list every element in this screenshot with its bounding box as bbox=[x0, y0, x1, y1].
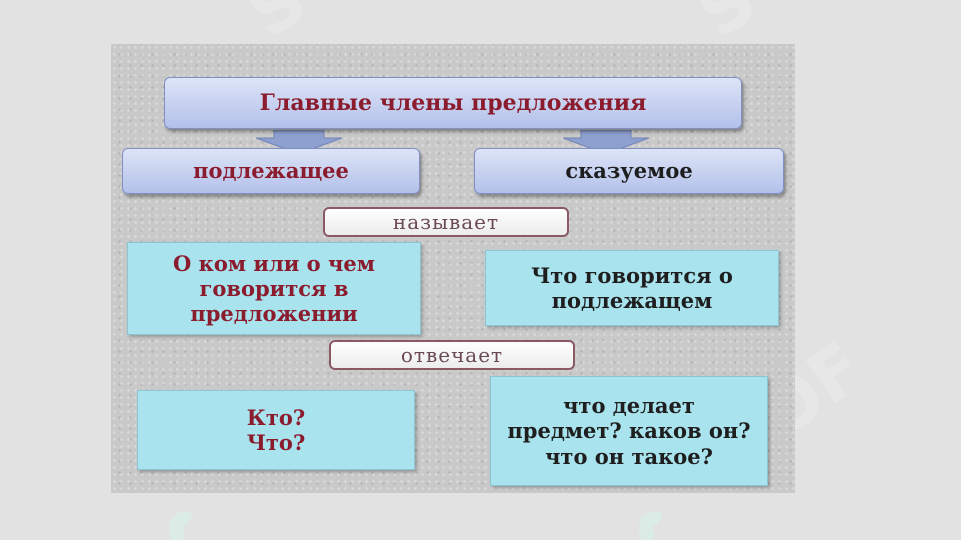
arrow-down-right-icon bbox=[562, 130, 650, 154]
right-answers-text: что делает предмет? каков он? что он так… bbox=[507, 393, 751, 469]
label-names: называет bbox=[392, 210, 500, 234]
arrow-down-left-icon bbox=[255, 130, 343, 154]
title-box: Главные члены предложения bbox=[164, 77, 742, 129]
label-names-box: называет bbox=[323, 207, 569, 237]
right-header-box: сказуемое bbox=[474, 148, 784, 194]
left-header-box: подлежащее bbox=[122, 148, 420, 194]
right-answers-box: что делает предмет? каков он? что он так… bbox=[490, 376, 768, 486]
left-names-box: О ком или о чем говорится в предложении bbox=[127, 242, 421, 335]
slide: Главные члены предложения подлежащее ска… bbox=[111, 44, 795, 493]
right-names-text: Что говорится о подлежащем bbox=[531, 262, 733, 313]
right-header: сказуемое bbox=[565, 158, 693, 184]
left-header: подлежащее bbox=[193, 158, 349, 184]
title: Главные члены предложения bbox=[259, 89, 647, 116]
left-names-text: О ком или о чем говорится в предложении bbox=[173, 250, 375, 327]
left-answer-what: Что? bbox=[246, 430, 306, 455]
left-answer-who: Кто? bbox=[246, 404, 306, 430]
left-answers-box: Кто? Что? bbox=[137, 390, 415, 470]
label-answers: отвечает bbox=[400, 343, 504, 367]
label-answers-box: отвечает bbox=[329, 340, 575, 370]
right-names-box: Что говорится о подлежащем bbox=[485, 250, 779, 326]
